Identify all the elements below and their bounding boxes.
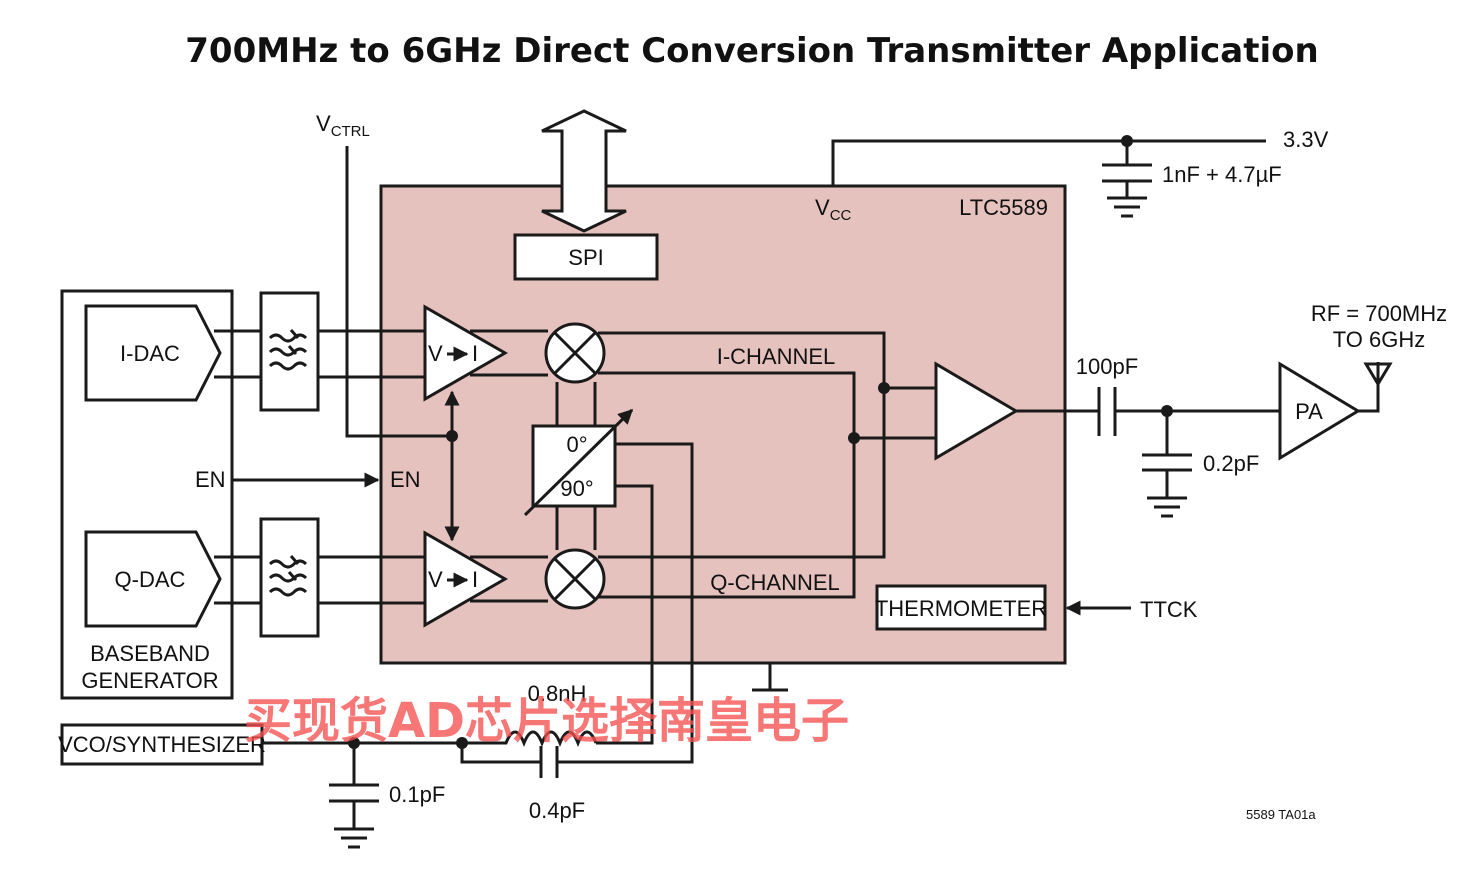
spi-label: SPI	[568, 245, 603, 270]
baseband-label-1: BASEBAND	[90, 641, 210, 666]
phase-90-label: 90°	[560, 476, 593, 501]
output-coupling-cap	[1097, 387, 1117, 436]
vctrl-label: VCTRL	[316, 111, 370, 140]
supply-voltage: 3.3V	[1283, 127, 1329, 152]
i-vi-to-mixer-wires	[470, 329, 548, 377]
chip-ground-icon	[752, 663, 788, 692]
figure-id: 5589 TA01a	[1246, 807, 1316, 822]
lo-shunt-cap-label: 0.1pF	[389, 782, 445, 807]
decoupling-cap-ground	[1102, 141, 1152, 218]
spi-bus-arrow	[541, 109, 627, 233]
vco-label: VCO/SYNTHESIZER	[58, 732, 266, 757]
lo-series-cap	[539, 746, 559, 778]
lo-to-mixer-wires	[555, 382, 597, 550]
phase-0-label: 0°	[566, 432, 587, 457]
chip-en-label: EN	[390, 467, 421, 492]
vcc-label: VCC	[815, 195, 852, 224]
i-dac-label: I-DAC	[120, 341, 180, 366]
q-mixer-icon	[553, 557, 597, 601]
i-dac-block	[84, 304, 222, 402]
q-filter-icon	[268, 555, 308, 597]
thermometer-block	[875, 584, 1047, 631]
q-channel-label: Q-CHANNEL	[710, 570, 840, 595]
baseband-en-label: EN	[195, 467, 226, 492]
ttck-label: TTCK	[1140, 597, 1198, 622]
q-vi-to-mixer-wires	[470, 555, 548, 603]
i-mixer-icon	[553, 331, 597, 375]
inductor-label: 0.8nH	[528, 681, 587, 706]
q-vi-i: I	[472, 567, 478, 592]
power-amplifier	[1278, 361, 1361, 461]
thermometer-label: THERMOMETER	[875, 596, 1047, 621]
output-shunt-cap-ground	[1142, 411, 1192, 518]
i-baseband-wires	[214, 329, 425, 379]
vco-synthesizer-block	[60, 723, 264, 766]
decoupling-label: 1nF + 4.7µF	[1162, 162, 1282, 187]
q-dac-label: Q-DAC	[115, 567, 186, 592]
series-cap-label: 0.4pF	[529, 798, 585, 823]
pa-label: PA	[1295, 399, 1323, 424]
lo-inductor-wire	[596, 484, 654, 745]
i-filter-icon	[268, 329, 308, 371]
i-channel-label: I-CHANNEL	[717, 344, 836, 369]
phase-adjust-arrow-icon	[523, 408, 634, 517]
watermark-text: 买现货AD芯片选择南皇电子	[244, 693, 849, 749]
sum-to-amp-wires	[854, 386, 936, 440]
channel-outer-wire	[598, 331, 886, 559]
output-shunt-cap-label: 0.2pF	[1203, 451, 1259, 476]
chip-name: LTC5589	[959, 195, 1048, 220]
vctrl-wire	[345, 146, 452, 438]
lo-shunt-cap-ground	[329, 743, 379, 849]
lo-inductor	[462, 730, 598, 747]
lo-return-wire	[460, 442, 694, 764]
channel-inner-wire	[598, 371, 856, 599]
q-baseband-wires	[214, 555, 425, 605]
diagram-title: 700MHz to 6GHz Direct Conversion Transmi…	[185, 31, 1318, 71]
spi-block	[513, 233, 659, 281]
output-cap-label: 100pF	[1076, 354, 1138, 379]
output-amplifier	[934, 361, 1019, 461]
rf-label-1: RF = 700MHz	[1311, 301, 1447, 326]
antenna-icon	[1358, 362, 1393, 413]
q-vi-v: V	[428, 567, 443, 592]
baseband-label-2: GENERATOR	[81, 668, 218, 693]
i-vi-v: V	[428, 341, 443, 366]
q-dac-block	[84, 530, 222, 628]
rf-label-2: TO 6GHz	[1333, 327, 1426, 352]
i-vi-i: I	[472, 341, 478, 366]
